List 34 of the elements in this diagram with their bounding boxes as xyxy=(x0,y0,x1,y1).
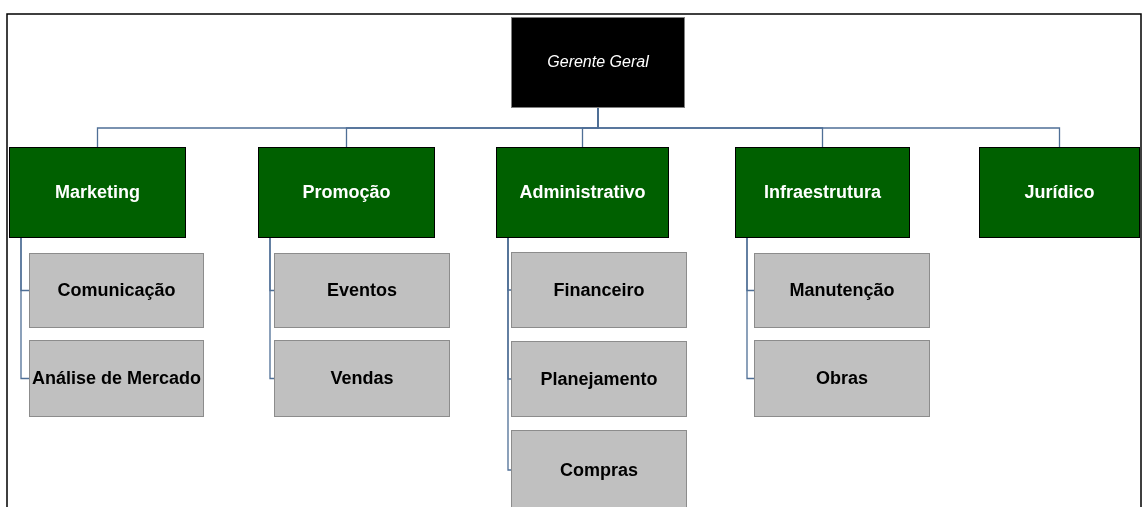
box-label: Administrativo xyxy=(519,183,646,202)
box-label: Eventos xyxy=(327,281,397,300)
box-label: Financeiro xyxy=(553,280,645,300)
section-box xyxy=(29,340,204,417)
box-label: Análise de Mercado xyxy=(31,369,202,388)
box-label: Comunicação xyxy=(57,281,176,300)
section-box xyxy=(511,252,687,328)
section-box xyxy=(754,253,930,328)
box-label: Planejamento xyxy=(540,369,658,389)
box-label: Marketing xyxy=(55,183,140,202)
box-label: Compras xyxy=(560,460,638,480)
manager-box xyxy=(511,17,685,108)
section-box xyxy=(29,253,204,328)
section-box xyxy=(274,340,450,417)
connector-line xyxy=(269,237,275,380)
connector-line xyxy=(746,237,755,380)
box-label: Vendas xyxy=(330,369,394,388)
section-box xyxy=(511,430,687,507)
section-box xyxy=(274,253,450,328)
section-box xyxy=(511,341,687,417)
department-box xyxy=(979,147,1140,238)
section-box xyxy=(754,340,930,417)
connector-line xyxy=(20,237,30,380)
department-box xyxy=(9,147,186,238)
box-label: Manutenção xyxy=(789,281,895,300)
department-box xyxy=(258,147,435,238)
box-label: Promoção xyxy=(302,183,391,202)
box-label: Obras xyxy=(816,369,868,388)
department-box xyxy=(735,147,910,238)
box-label: Infraestrutura xyxy=(764,183,881,202)
box-label: Jurídico xyxy=(1024,183,1095,202)
box-label: Gerente Geral xyxy=(547,54,649,71)
department-box xyxy=(496,147,669,238)
connector-line xyxy=(507,237,512,471)
